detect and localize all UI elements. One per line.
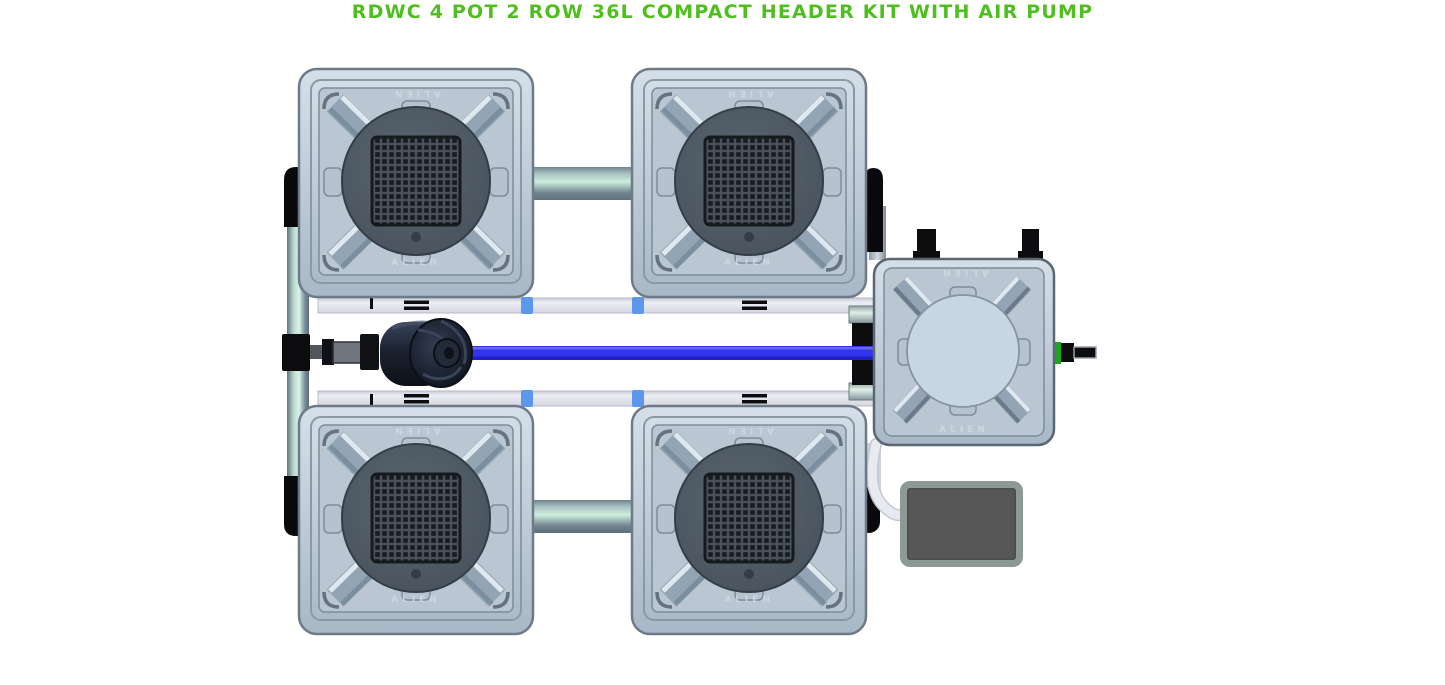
pot-4: ALIEN ALIEN <box>630 404 868 636</box>
pot-brand-bottom: ALIEN <box>724 258 774 268</box>
net-pot-mesh <box>370 135 462 227</box>
riser-black-cap <box>864 168 883 252</box>
page-title: RDWC 4 POT 2 ROW 36L COMPACT HEADER KIT … <box>351 1 1094 23</box>
manifold-tee <box>282 334 310 371</box>
pot-brand-bottom: ALIEN <box>391 595 441 605</box>
tank-inlet-fitting-lower <box>852 359 876 385</box>
top-row-link-pipe <box>526 167 638 200</box>
drain-valve <box>1054 342 1097 364</box>
pot-corner-brackets <box>655 92 843 272</box>
lid-plug <box>744 232 754 242</box>
pot-brand-bottom: ALIEN <box>724 595 774 605</box>
row-link-pipes <box>526 167 638 533</box>
net-pot-mesh <box>370 472 462 564</box>
pot-graphic: ALIEN ALIEN <box>630 404 868 636</box>
water-pump-assembly <box>282 318 473 388</box>
pot-graphic: ALIEN ALIEN <box>297 67 535 299</box>
lid-plug <box>411 569 421 579</box>
pump-union-barrel <box>332 341 362 364</box>
header-tank: ALIEN ALIEN <box>872 257 1056 447</box>
bottom-row-link-pipe <box>526 500 638 533</box>
pot-brand-top: ALIEN <box>391 88 441 98</box>
pot-graphic: ALIEN ALIEN <box>630 67 868 299</box>
lid-tabs <box>656 100 842 264</box>
tank-air-posts <box>913 229 1043 260</box>
pump-nut-right <box>360 334 379 370</box>
pot-2: ALIEN ALIEN <box>630 67 868 299</box>
water-feed-tube <box>462 346 877 360</box>
pipe-clamp-marks <box>370 296 767 407</box>
pot-brand-top: ALIEN <box>724 425 774 435</box>
pump-nut-left <box>322 339 334 365</box>
pot-brand-top: ALIEN <box>391 425 441 435</box>
pot-corner-brackets <box>322 429 510 609</box>
pot-corner-brackets <box>322 92 510 272</box>
header-tank-graphic: ALIEN ALIEN <box>872 257 1056 447</box>
lid-plug <box>744 569 754 579</box>
pipe-clips <box>521 297 644 407</box>
lid-plug <box>411 232 421 242</box>
pot-3: ALIEN ALIEN <box>297 404 535 636</box>
pot-brand-top: ALIEN <box>724 88 774 98</box>
pot-corner-brackets <box>655 429 843 609</box>
return-manifolds <box>317 296 877 407</box>
tank-brand-bottom: ALIEN <box>939 425 989 435</box>
tank-inlet-fitting-upper <box>852 323 876 348</box>
net-pot-mesh <box>703 135 795 227</box>
pot-brand-bottom: ALIEN <box>391 258 441 268</box>
tank-brand-top: ALIEN <box>939 267 989 277</box>
air-pump <box>900 481 1023 567</box>
air-tube <box>867 439 909 520</box>
tank-riser-pipe <box>864 168 886 260</box>
net-pot-mesh <box>703 472 795 564</box>
water-pump <box>380 318 473 388</box>
upper-return-pipe <box>317 297 876 314</box>
pot-1: ALIEN ALIEN <box>297 67 535 299</box>
tank-lid <box>906 294 1020 408</box>
pump-stub <box>310 345 323 359</box>
pot-graphic: ALIEN ALIEN <box>297 404 535 636</box>
